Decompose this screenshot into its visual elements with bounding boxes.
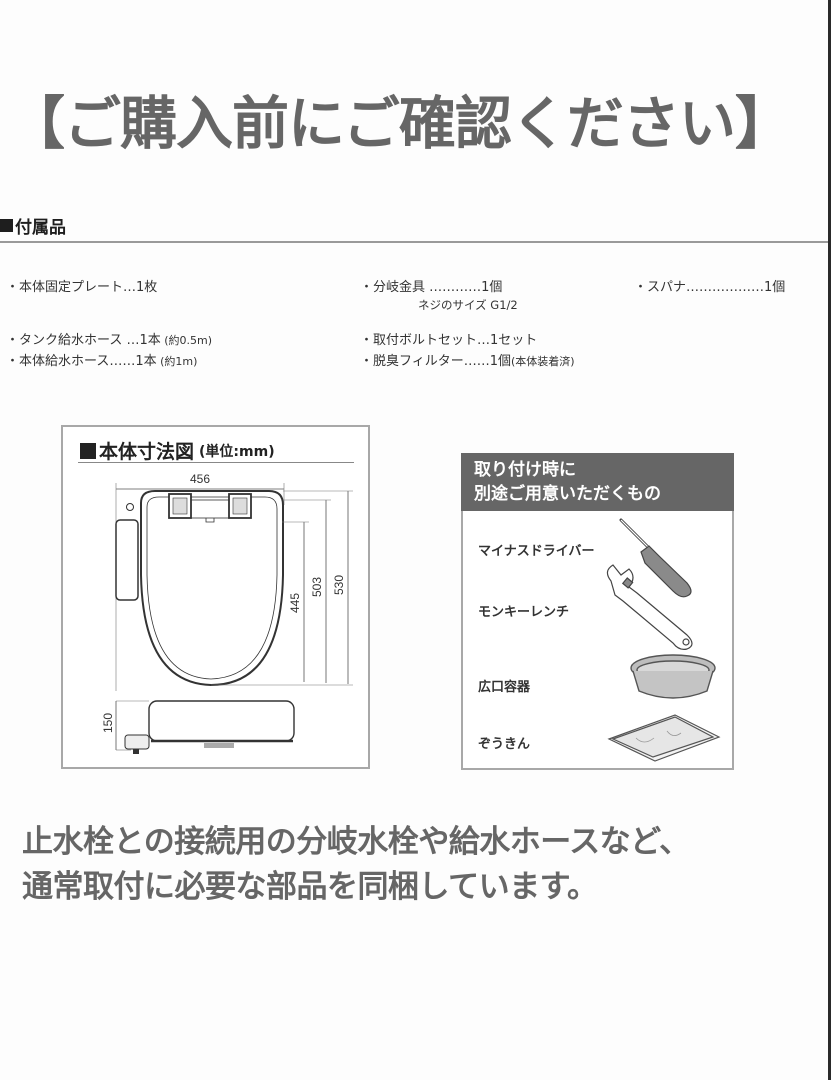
accessory-item: ・脱臭フィルター……1個(本体装着済) [360, 350, 575, 369]
page-right-border [828, 0, 831, 1080]
square-bullet-icon [0, 219, 13, 232]
required-tools-header-line2: 別途ご用意いただくもの [474, 484, 661, 504]
section-divider [0, 241, 828, 243]
accessory-item-text: ・分岐金具 …………1個 [360, 280, 503, 295]
wide-basin-icon [630, 654, 716, 699]
dimension-title-label: 本体寸法図 [99, 441, 195, 463]
accessory-item-text: ・タンク給水ホース …1本 [6, 333, 161, 348]
required-tools-header-line1: 取り付け時に [474, 460, 576, 480]
included-parts-message: 止水栓との接続用の分岐水栓や給水ホースなど、 通常取付に必要な部品を同梱していま… [22, 820, 690, 910]
accessory-item-note: (約0.5m) [160, 334, 213, 347]
accessory-item-note: (本体装着済) [511, 355, 575, 368]
accessory-item-text: ・取付ボルトセット…1セット [360, 333, 538, 348]
accessory-item: ・本体固定プレート…1枚 [6, 276, 157, 295]
included-parts-message-line2: 通常取付に必要な部品を同梱しています。 [22, 869, 598, 905]
accessories-heading: 付属品 [0, 213, 66, 238]
tool-label-wrench: モンキーレンチ [478, 605, 570, 620]
accessory-item-subnote: ネジのサイズ G1/2 [418, 298, 518, 312]
accessory-item: ・スパナ………………1個 [634, 276, 785, 295]
dimension-diagram-panel [61, 425, 370, 769]
accessory-item-text: ・スパナ………………1個 [634, 280, 786, 295]
accessories-heading-label: 付属品 [15, 218, 66, 238]
accessory-item-note: (約1m) [156, 355, 198, 368]
accessory-item: ・タンク給水ホース …1本 (約0.5m) [6, 329, 212, 348]
page-title: 【ご購入前にご確認ください】 [8, 91, 792, 157]
required-tools-header: 取り付け時に 別途ご用意いただくもの [461, 453, 734, 511]
dimension-height-label: 150 [101, 713, 115, 733]
included-parts-message-line1: 止水栓との接続用の分岐水栓や給水ホースなど、 [22, 824, 690, 860]
dimension-unit-label: (単位:mm) [199, 443, 275, 460]
adjustable-wrench-icon [606, 564, 693, 650]
dimension-title-rule [78, 462, 354, 463]
dimension-width-label: 456 [190, 472, 210, 486]
dimension-total-depth-label: 530 [332, 575, 346, 595]
dimension-lid-depth-label: 503 [310, 577, 324, 597]
accessory-item-text: ・脱臭フィルター……1個 [360, 354, 512, 369]
flathead-screwdriver-icon [619, 518, 692, 598]
tool-label-cloth: ぞうきん [478, 737, 531, 752]
accessory-item-text: ・本体固定プレート…1枚 [6, 280, 158, 295]
tool-label-basin: 広口容器 [478, 680, 531, 695]
accessory-item: ・本体給水ホース……1本 (約1m) [6, 350, 197, 369]
dimension-diagram-title: 本体寸法図 (単位:mm) [80, 437, 275, 464]
tool-label-screwdriver: マイナスドライバー [478, 544, 595, 559]
square-bullet-icon [80, 442, 96, 459]
accessory-item: ・取付ボルトセット…1セット [360, 329, 537, 348]
accessory-item-text: ・本体給水ホース……1本 [6, 354, 157, 369]
tools-illustrations [606, 518, 721, 762]
cleaning-cloth-icon [607, 714, 721, 762]
dimension-seat-depth-label: 445 [288, 593, 302, 613]
toilet-seat-dimension-drawing: 456 445 503 530 150 [101, 472, 353, 754]
accessory-item: ・分岐金具 …………1個 [360, 276, 502, 295]
